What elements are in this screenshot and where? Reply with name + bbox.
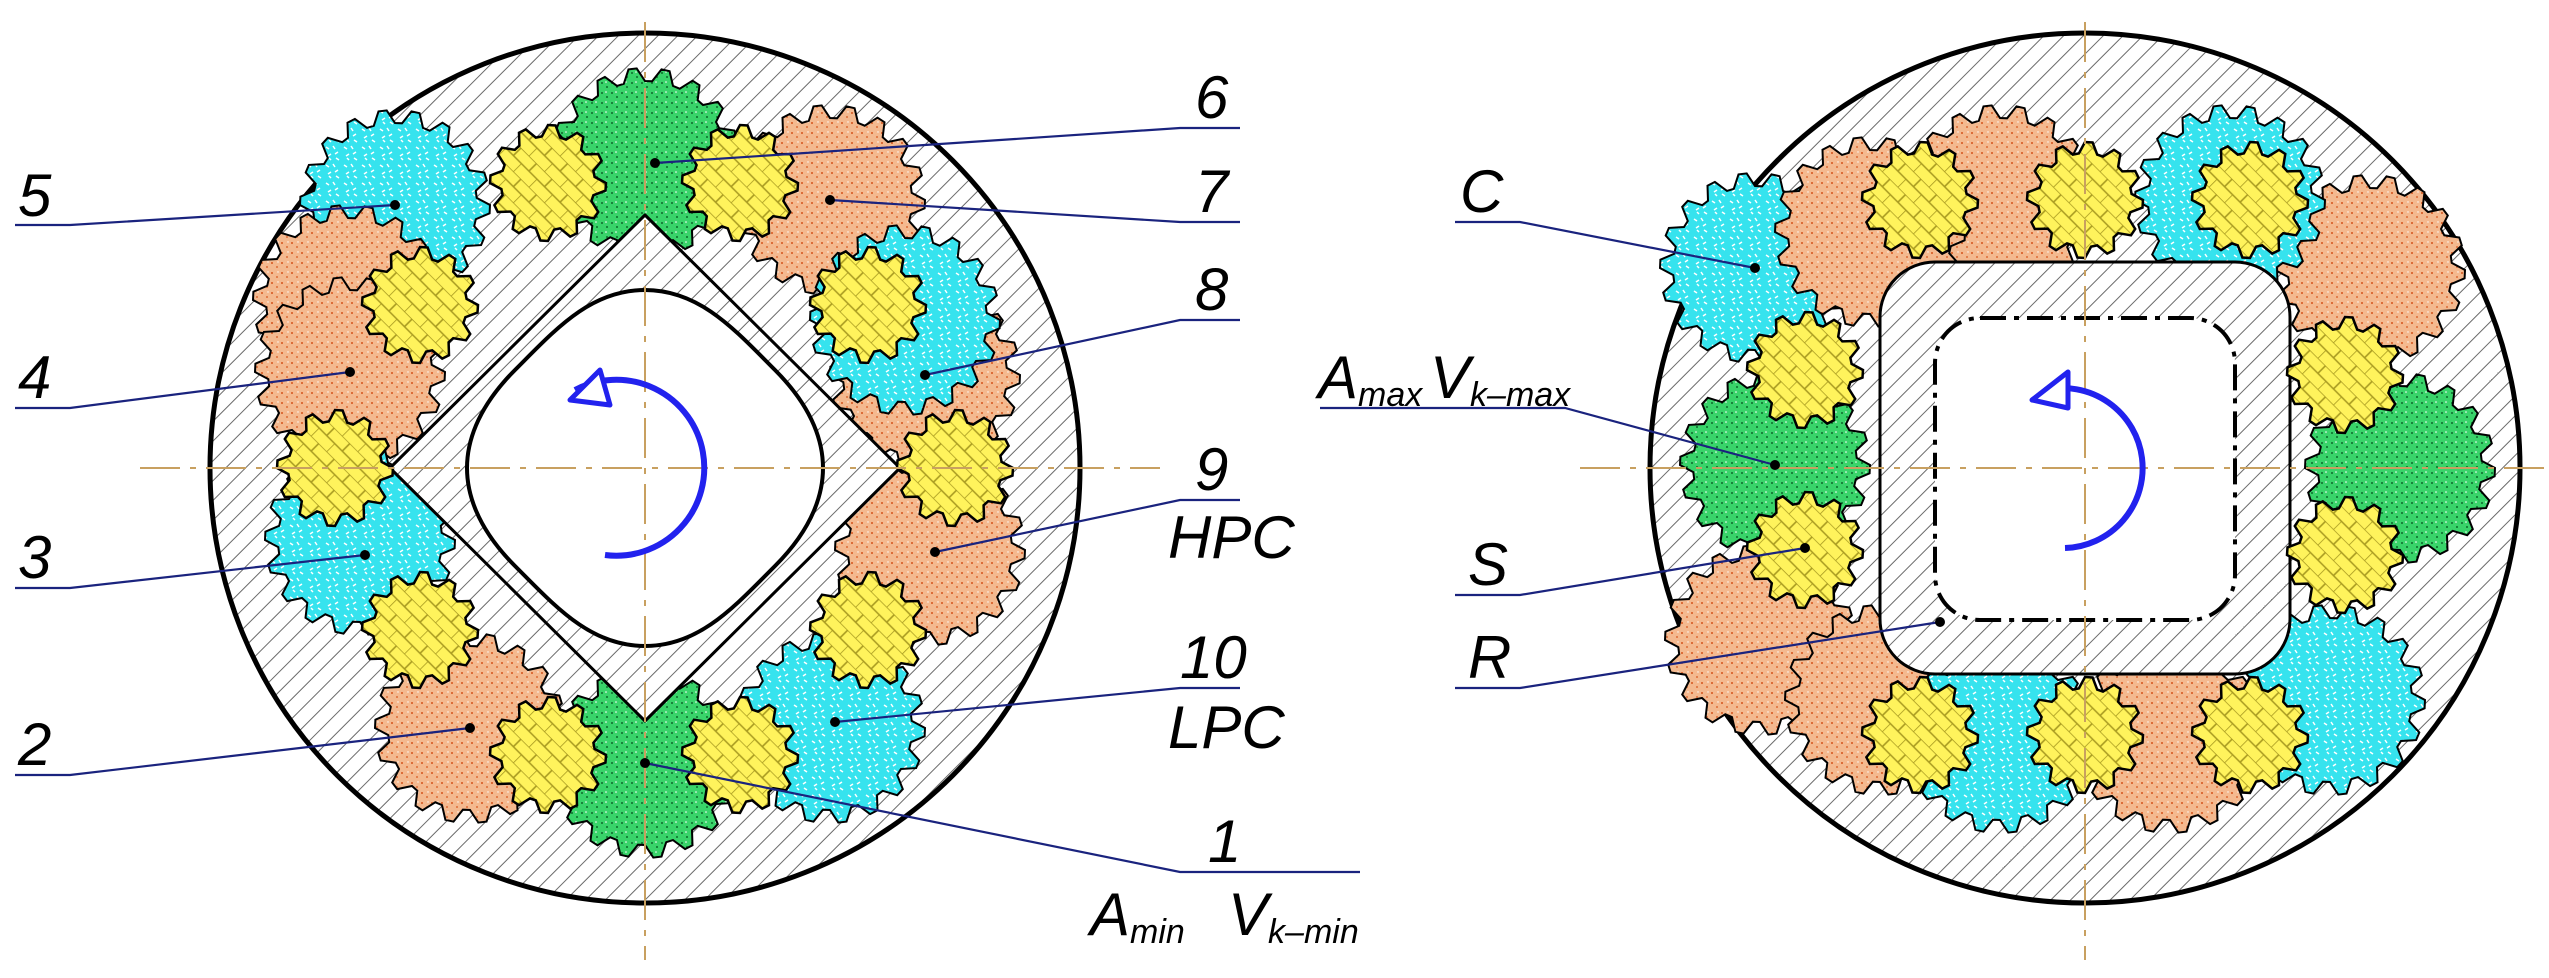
satellite-label-s: S [1468,531,1508,598]
left-leaders [15,126,1360,874]
planet-gear [2285,315,2405,435]
planet-gear [808,245,928,365]
right-rotation-arrow-head [2029,369,2071,411]
rotor-label-r: R [1468,624,1511,691]
planet-gear [2025,140,2145,260]
planet-gear [808,570,928,690]
rotation-arrow-head [567,367,613,408]
rotation-arrow [573,376,708,559]
vkmax-label: Vk–max [1430,344,1571,414]
chamber-label-5: 5 [18,162,52,229]
chamber-label-3: 3 [18,524,51,591]
amax-label: Amax [1315,344,1423,414]
planet-gear [1745,310,1865,430]
planet-gear [1860,140,1980,260]
right-labels: C Amax Vk–max S R [1315,158,1571,691]
planet-gear [360,245,480,365]
left-centerlines [140,22,1160,960]
planet-gear [1860,675,1980,795]
hpc-label: HPC [1168,504,1295,571]
chamber-label-2: 2 [17,711,51,778]
lpc-label: LPC [1168,694,1285,761]
right-planet-gears [1745,140,2405,795]
right-centerlines [1580,22,2545,960]
planet-gear [360,570,480,690]
vkmin-label: Vk–min [1228,881,1359,951]
chamber-label-4: 4 [18,344,51,411]
planet-gear [680,695,800,815]
right-rotation-arrow [2044,385,2146,551]
chamber-label-9: 9 [1195,436,1228,503]
planet-gear [2190,675,2310,795]
left-diagram: 5 4 3 2 6 7 8 9 HPC 10 LPC 1 Amin Vk–min [15,22,1360,960]
amin-label: Amin [1087,881,1185,951]
chamber-label-8: 8 [1195,256,1229,323]
chamber-label-10: 10 [1180,624,1247,691]
left-labels: 5 4 3 2 6 7 8 9 HPC 10 LPC 1 Amin Vk–min [17,64,1359,951]
right-diagram: C Amax Vk–max S R [1315,22,2545,960]
planet-gear [2285,495,2405,615]
chamber-label-6: 6 [1195,64,1229,131]
planet-gear [680,123,800,243]
planet-gear [488,695,608,815]
chamber-label-7: 7 [1195,158,1231,225]
chamber-label-1: 1 [1208,808,1241,875]
planet-gear [2190,140,2310,260]
planet-gear [488,123,608,243]
right-leaders [1320,220,1945,690]
casing-label-c: C [1460,158,1504,225]
